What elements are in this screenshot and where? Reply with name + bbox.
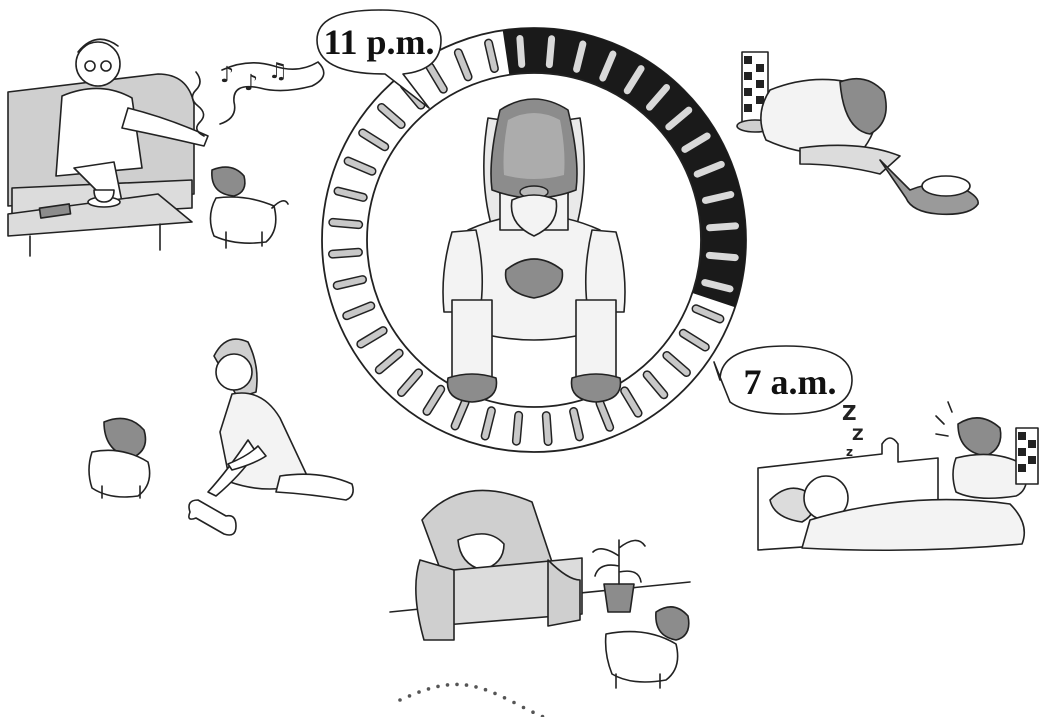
label-7am: 7 a.m. [744, 362, 837, 402]
path-dot [474, 685, 478, 689]
svg-text:♫: ♫ [268, 59, 288, 84]
dotted-path-icon [398, 683, 592, 717]
clock-tick [333, 222, 359, 224]
path-dot [503, 696, 507, 700]
scene-waking-sleeper: Z Z z [758, 401, 1038, 550]
path-dot [484, 688, 488, 692]
path-dot [465, 683, 469, 687]
clock-tick [546, 416, 548, 442]
robot-dog-waking [936, 402, 1038, 498]
music-notes-icon: ♪ ♪ ♫ [192, 59, 323, 136]
clock-tick-night [520, 38, 522, 64]
scene-man-on-sofa: ♪ ♪ ♫ [8, 39, 324, 256]
clock-tick-night [710, 226, 736, 228]
path-dot [512, 701, 516, 705]
svg-text:Z: Z [842, 401, 857, 425]
clock-tick [332, 252, 358, 254]
path-dot [417, 690, 421, 694]
label-11pm: 11 p.m. [323, 22, 434, 62]
path-dot [436, 685, 440, 689]
robot-dog-walking [606, 607, 689, 688]
path-dot [408, 694, 412, 698]
svg-text:♪: ♪ [220, 63, 234, 88]
path-dot [531, 710, 535, 714]
bubble-7am: 7 a.m. [714, 346, 852, 414]
path-dot [427, 687, 431, 691]
path-dot [455, 683, 459, 687]
scene-living-room [390, 490, 690, 717]
scene-robot-charging [737, 52, 978, 214]
zzz-icon: Z Z z [842, 401, 864, 459]
path-dot [398, 698, 402, 702]
svg-text:♪: ♪ [244, 71, 258, 96]
path-dot [522, 706, 526, 710]
clock-tick-night [549, 39, 551, 65]
clock-tick [516, 415, 518, 441]
scene-girl-playing [89, 339, 353, 535]
bone-toy-icon [189, 500, 236, 535]
clock-tick-night [709, 255, 735, 257]
potted-plant [593, 540, 645, 612]
path-dot [446, 683, 450, 687]
svg-text:Z: Z [852, 425, 864, 444]
path-dot [493, 692, 497, 696]
